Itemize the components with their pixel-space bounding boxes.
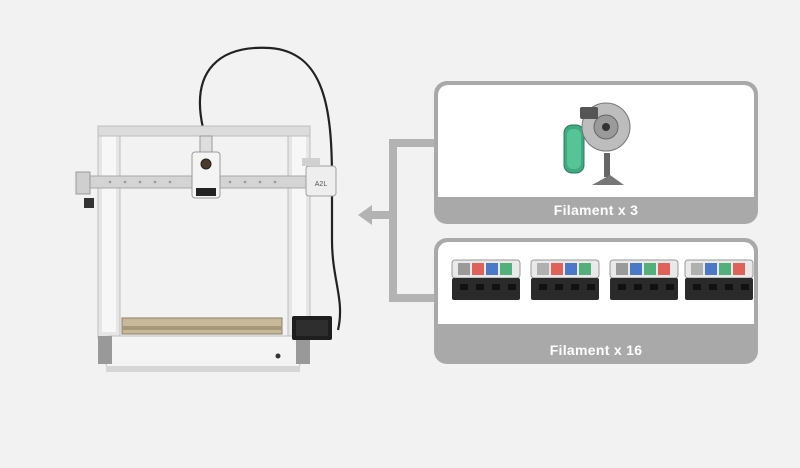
printer-badge: A2L — [315, 181, 328, 188]
filament-16-card: Filament x 16 — [434, 238, 758, 364]
single-spool-extruder-illustration — [563, 102, 631, 185]
filament-3-image-panel — [438, 85, 754, 197]
filament-16-label: Filament x 16 — [549, 342, 643, 358]
multi-color-hub-2 — [530, 259, 600, 300]
filament-16-image-panel — [438, 242, 754, 324]
filament-3-label: Filament x 3 — [553, 202, 639, 218]
multi-color-hub-3 — [609, 259, 679, 300]
multi-color-hub-1 — [451, 259, 521, 300]
multi-color-hub-4 — [684, 259, 754, 300]
filament-3-card: Filament x 3 — [434, 81, 758, 224]
3d-printer-illustration: A2L — [75, 46, 342, 372]
